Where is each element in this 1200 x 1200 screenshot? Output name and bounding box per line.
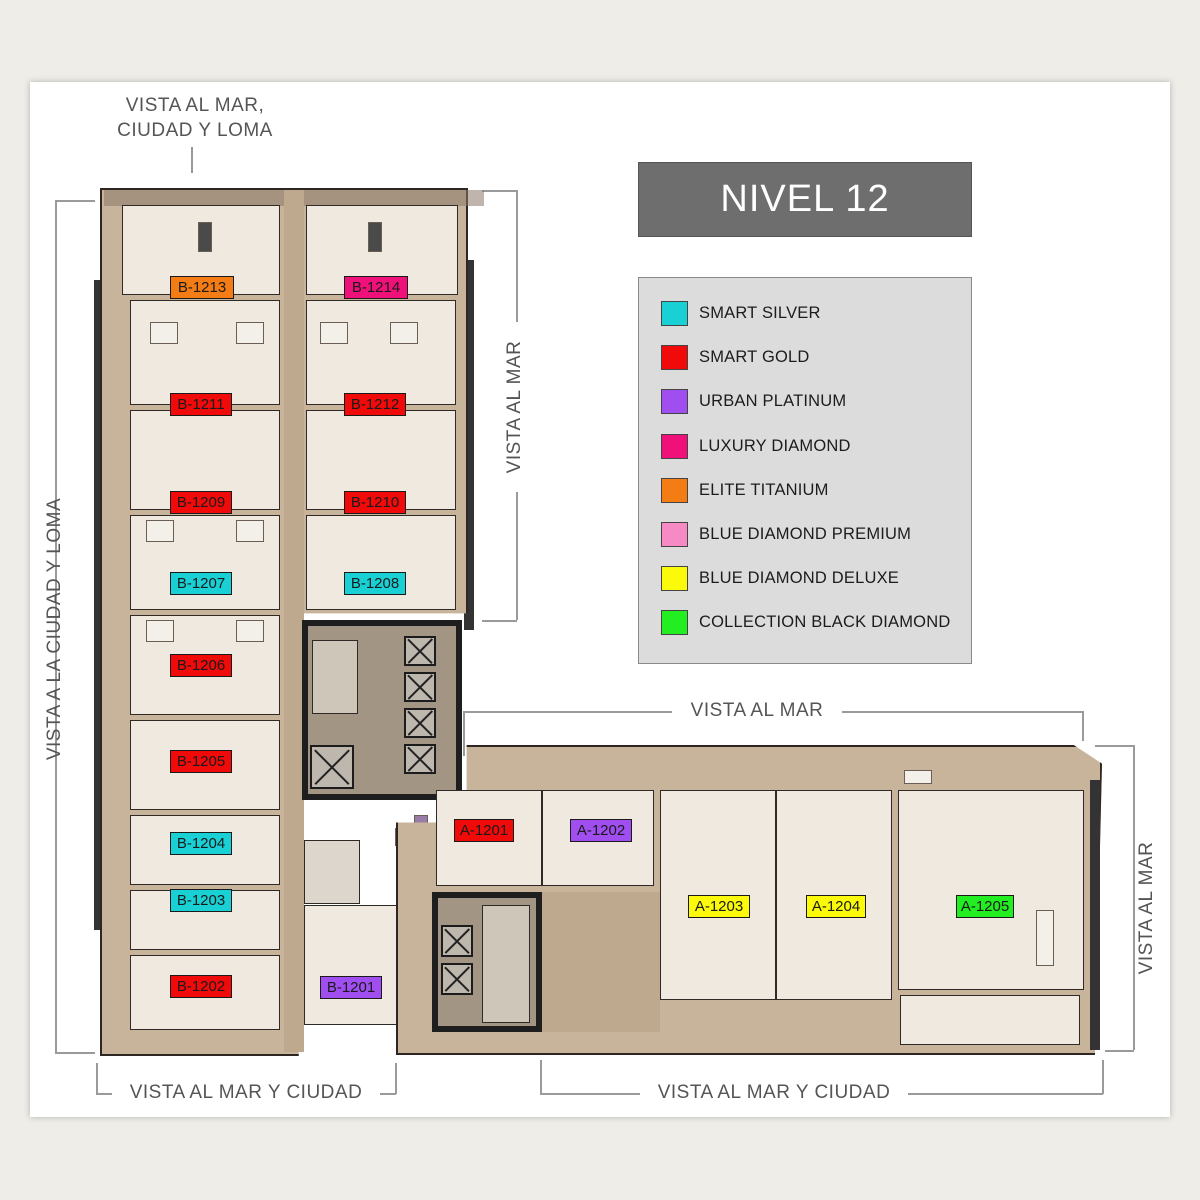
- room-a1205: [898, 790, 1084, 990]
- level-title: NIVEL 12: [638, 162, 972, 237]
- unit-tag-b-1209[interactable]: B-1209: [170, 491, 232, 514]
- dim-tick: [1102, 1060, 1104, 1094]
- view-label-right-upper: VISTA AL MAR: [503, 322, 527, 492]
- legend-swatch: [661, 566, 688, 591]
- room-b1208: [306, 515, 456, 610]
- dim-line-right-lower: [1133, 745, 1135, 1050]
- dim-tick: [1105, 1050, 1134, 1052]
- dim-tick: [482, 190, 517, 192]
- room-a-south-east: [900, 995, 1080, 1045]
- dim-tick: [1082, 711, 1084, 741]
- view-label-right-lower: VISTA AL MAR: [1135, 823, 1159, 993]
- unit-tag-b-1211[interactable]: B-1211: [170, 393, 232, 416]
- legend-swatch: [661, 389, 688, 414]
- unit-tag-a-1205[interactable]: A-1205: [956, 895, 1014, 918]
- legend-label: LUXURY DIAMOND: [699, 437, 851, 455]
- unit-tag-a-1204[interactable]: A-1204: [806, 895, 866, 918]
- legend-label: BLUE DIAMOND PREMIUM: [699, 525, 912, 543]
- legend-label: COLLECTION BLACK DIAMOND: [699, 613, 951, 631]
- lobby-room: [304, 840, 360, 904]
- view-label-top-left-line2: CIUDAD Y LOMA: [117, 120, 273, 141]
- elevator-shaft: [441, 963, 473, 995]
- dim-tick: [96, 1063, 98, 1094]
- bed: [236, 620, 264, 642]
- lobby-room: [304, 905, 398, 1025]
- legend-label: BLUE DIAMOND DELUXE: [699, 569, 900, 587]
- legend-panel: SMART SILVER SMART GOLD URBAN PLATINUM L…: [638, 277, 972, 664]
- bed: [390, 322, 418, 344]
- legend-swatch: [661, 522, 688, 547]
- dim-tick: [55, 200, 95, 202]
- elevator-shaft: [404, 744, 436, 774]
- dim-tick: [395, 1063, 397, 1094]
- balcony-north-east: [304, 190, 484, 206]
- stairwell: [482, 905, 530, 1023]
- unit-tag-b-1214[interactable]: B-1214: [344, 276, 408, 299]
- unit-tag-a-1201[interactable]: A-1201: [454, 819, 514, 842]
- unit-tag-b-1212[interactable]: B-1212: [344, 393, 406, 416]
- unit-tag-b-1207[interactable]: B-1207: [170, 572, 232, 595]
- elevator-shaft: [404, 636, 436, 666]
- legend-swatch: [661, 434, 688, 459]
- unit-tag-b-1205[interactable]: B-1205: [170, 750, 232, 773]
- elevator-shaft: [404, 708, 436, 738]
- legend-swatch: [661, 478, 688, 503]
- legend-label: URBAN PLATINUM: [699, 392, 847, 410]
- balcony-north-west: [104, 190, 292, 206]
- legend-swatch: [661, 345, 688, 370]
- dim-tick: [482, 620, 517, 622]
- view-label-bottom-right: VISTA AL MAR Y CIUDAD: [640, 1081, 908, 1105]
- legend-label: SMART GOLD: [699, 348, 810, 366]
- dining-table: [1036, 910, 1054, 966]
- unit-tag-b-1206[interactable]: B-1206: [170, 654, 232, 677]
- service-shaft: [310, 745, 354, 789]
- view-label-top-left-line1: VISTA AL MAR,: [125, 95, 265, 116]
- legend-swatch: [661, 301, 688, 326]
- unit-tag-a-1203[interactable]: A-1203: [688, 895, 750, 918]
- elevator-shaft: [404, 672, 436, 702]
- tower-a-corridor: [542, 892, 660, 1032]
- bathtub: [904, 770, 932, 784]
- bed: [236, 322, 264, 344]
- dim-tick: [1095, 745, 1134, 747]
- unit-tag-b-1202[interactable]: B-1202: [170, 975, 232, 998]
- unit-tag-b-1201[interactable]: B-1201: [320, 976, 382, 999]
- dim-tick: [540, 1060, 542, 1094]
- view-label-middle: VISTA AL MAR: [672, 699, 842, 723]
- bed: [320, 322, 348, 344]
- unit-tag-a-1202[interactable]: A-1202: [570, 819, 632, 842]
- stairwell: [312, 640, 358, 714]
- bed: [146, 520, 174, 542]
- unit-tag-b-1208[interactable]: B-1208: [344, 572, 406, 595]
- legend-label: ELITE TITANIUM: [699, 481, 829, 499]
- tower-b-west-facade: [94, 280, 104, 930]
- dining-table: [368, 222, 382, 252]
- elevator-shaft: [441, 925, 473, 957]
- view-label-bottom-left: VISTA AL MAR Y CIUDAD: [112, 1081, 380, 1105]
- unit-tag-b-1213[interactable]: B-1213: [170, 276, 234, 299]
- tower-b-east-facade: [464, 260, 474, 630]
- bed: [236, 520, 264, 542]
- unit-tag-b-1204[interactable]: B-1204: [170, 832, 232, 855]
- tower-a-east-facade: [1090, 780, 1100, 1050]
- tower-b-corridor: [284, 190, 304, 1052]
- unit-tag-b-1203[interactable]: B-1203: [170, 889, 232, 912]
- legend-label: SMART SILVER: [699, 304, 821, 322]
- bed: [150, 322, 178, 344]
- unit-tag-b-1210[interactable]: B-1210: [344, 491, 406, 514]
- legend-swatch: [661, 610, 688, 635]
- view-label-left: VISTA A LA CIUDAD Y LOMA: [44, 497, 65, 761]
- dim-tick: [191, 147, 193, 173]
- room-b1212: [306, 300, 456, 405]
- dim-tick: [55, 1052, 95, 1054]
- bed: [146, 620, 174, 642]
- dining-table: [198, 222, 212, 252]
- room-b1211: [130, 300, 280, 405]
- dim-line-left: [55, 200, 57, 1052]
- dim-tick: [463, 711, 465, 756]
